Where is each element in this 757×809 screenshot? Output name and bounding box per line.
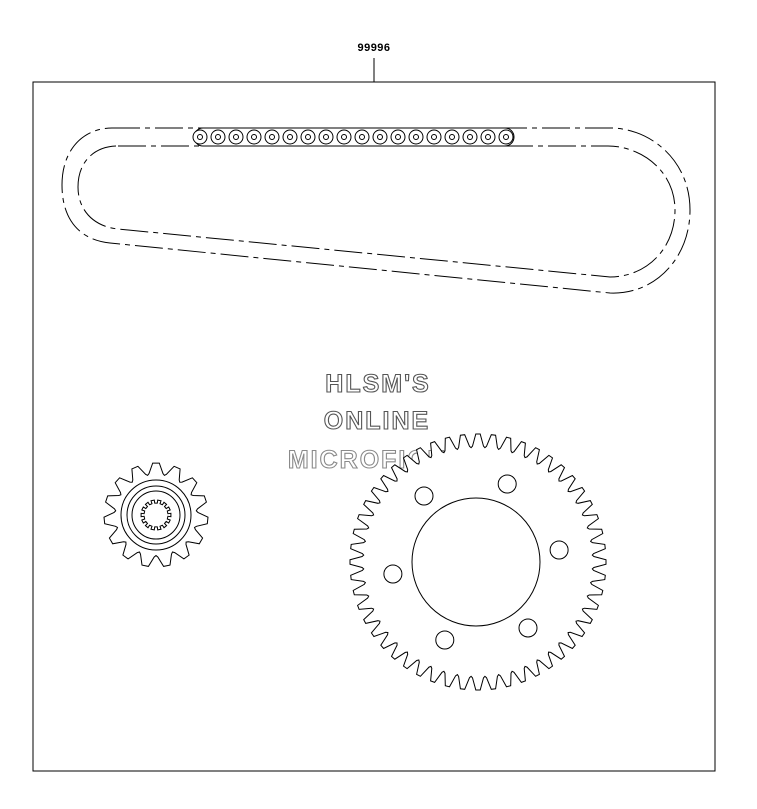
bolt-hole — [518, 618, 538, 638]
kit-frame — [32, 81, 716, 772]
chain-pin — [287, 134, 293, 140]
chain-links — [192, 127, 515, 147]
bolt-hole — [414, 486, 434, 506]
front-sprocket-spline — [140, 499, 172, 531]
watermark-line-1: HLSM'S — [325, 370, 430, 398]
chain-pin — [215, 134, 221, 140]
chain-pin — [395, 134, 401, 140]
chain-outer-outline — [61, 127, 691, 294]
chain-pin — [305, 134, 311, 140]
chain-pin — [233, 134, 239, 140]
bolt-hole — [497, 474, 517, 494]
rear-sprocket-icon[interactable] — [349, 433, 607, 691]
chain-inner-outline — [77, 145, 676, 278]
chain-pin — [341, 134, 347, 140]
chain-pin — [431, 134, 437, 140]
chain-pin — [467, 134, 473, 140]
watermark-line-2: ONLINE — [324, 407, 430, 435]
chain-pin — [197, 134, 203, 140]
rear-sprocket-bolt-holes — [383, 474, 569, 650]
bolt-hole — [383, 564, 403, 584]
chain-pin — [323, 134, 329, 140]
rear-sprocket-center-bore — [411, 497, 541, 627]
bolt-hole — [549, 540, 569, 560]
chain-pin — [269, 134, 275, 140]
front-sprocket-hub-ring — [120, 479, 192, 551]
chain-pin — [251, 134, 257, 140]
front-sprocket-boss — [131, 490, 181, 540]
drive-chain-icon[interactable] — [61, 127, 691, 294]
chain-pin — [449, 134, 455, 140]
front-sprocket-icon[interactable] — [103, 462, 209, 567]
chain-pin — [377, 134, 383, 140]
bolt-hole — [435, 630, 455, 650]
chain-pin — [503, 134, 509, 140]
chain-pin — [413, 134, 419, 140]
chain-pin — [485, 134, 491, 140]
chain-pin — [359, 134, 365, 140]
part-number-label[interactable]: 99996 — [357, 42, 390, 54]
front-sprocket-hub-ring-inner — [126, 485, 186, 545]
